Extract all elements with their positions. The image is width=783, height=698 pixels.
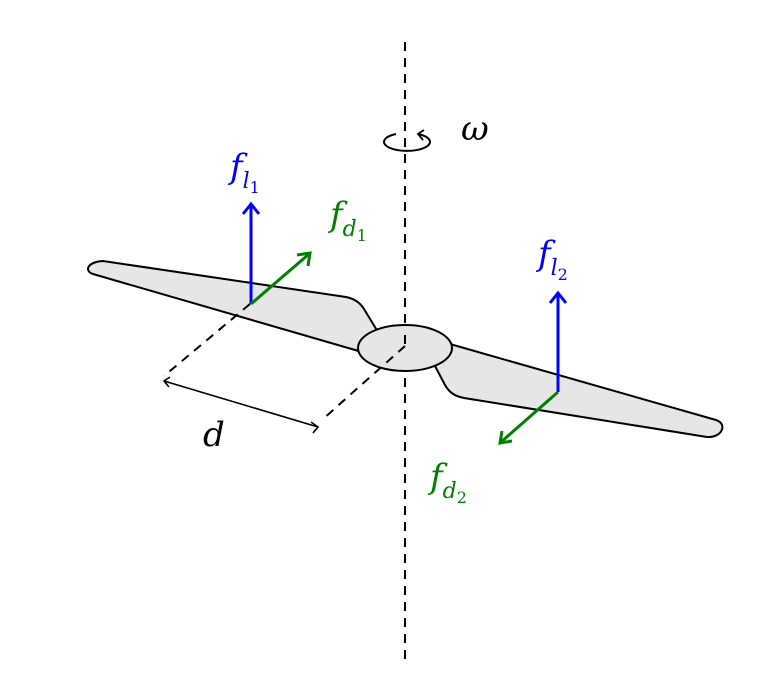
lift-force-label-1: fl1 bbox=[227, 147, 260, 197]
right-blade bbox=[434, 343, 724, 439]
lift-force-arrow-1 bbox=[241, 201, 261, 304]
distance-label: d bbox=[203, 415, 225, 455]
rotation-indicator bbox=[383, 129, 431, 152]
drag-force-arrow-1 bbox=[250, 251, 312, 306]
distance-dashed-line-2 bbox=[322, 345, 406, 420]
drag-force-label-1: fd1 bbox=[327, 195, 367, 245]
omega-label: ω bbox=[461, 109, 489, 149]
distance-dashed-line-1 bbox=[163, 303, 251, 377]
distance-arrow bbox=[162, 376, 320, 434]
drag-force-arrow-2 bbox=[498, 390, 559, 445]
lift-force-arrow-2 bbox=[548, 290, 568, 392]
hub bbox=[357, 324, 453, 372]
drag-force-label-2: fd2 bbox=[427, 457, 467, 507]
lift-force-label-2: fl2 bbox=[535, 234, 568, 284]
left-blade bbox=[87, 260, 379, 353]
